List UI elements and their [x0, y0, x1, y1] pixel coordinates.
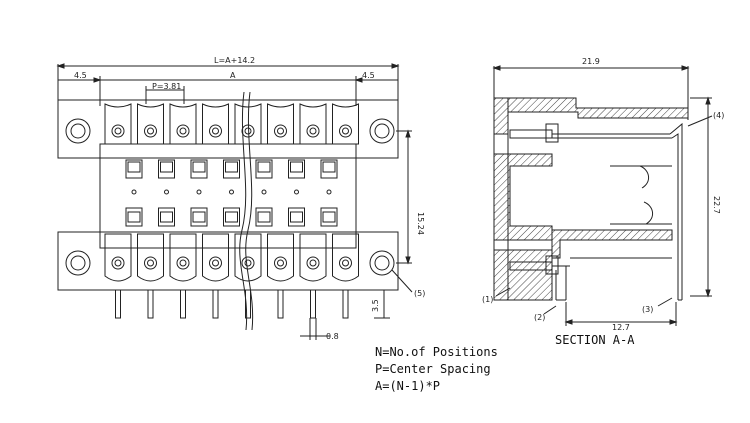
- callout-1: (1): [482, 295, 493, 304]
- dim-pin-width: 0.8: [326, 332, 339, 341]
- legend-line-2: P=Center Spacing: [375, 362, 491, 376]
- solder-pin: [342, 289, 349, 319]
- dim-section-height: 22.7: [712, 196, 721, 214]
- dim-right-margin: 4.5: [362, 71, 375, 80]
- top-screw-icon: [274, 124, 287, 138]
- wire-entry-upper: [125, 159, 143, 179]
- callout-3: (3): [642, 305, 653, 314]
- wire-entry-lower: [320, 207, 338, 227]
- mount-hole-top-left: [65, 118, 91, 144]
- top-screw-icon: [111, 124, 125, 138]
- dim-height: 15.24: [416, 212, 425, 235]
- top-terminal-body: [267, 103, 294, 145]
- top-terminal-body: [332, 103, 359, 145]
- legend-line-1: N=No.of Positions: [375, 345, 498, 359]
- release-hole-icon: [164, 189, 169, 195]
- legend-line-3: A=(N-1)*P: [375, 379, 441, 393]
- callout-5: (5): [414, 289, 425, 298]
- callout-4: (4): [713, 111, 724, 120]
- release-hole-icon: [196, 189, 202, 195]
- top-terminal-body: [137, 103, 164, 145]
- wire-entry-upper: [190, 159, 208, 179]
- release-hole-icon: [229, 189, 234, 195]
- bottom-screw-icon: [306, 256, 320, 270]
- terminal-array: [104, 103, 359, 319]
- solder-pin: [115, 289, 121, 319]
- solder-pin: [212, 289, 219, 319]
- release-hole-icon: [131, 189, 137, 195]
- wire-entry-lower: [288, 207, 305, 227]
- wire-entry-lower: [190, 207, 208, 227]
- top-terminal-body: [104, 103, 132, 145]
- wire-entry-upper: [288, 159, 305, 179]
- bottom-terminal-body: [202, 233, 229, 282]
- dim-pin-length: 3.5: [371, 299, 380, 312]
- wire-entry-upper: [223, 159, 240, 179]
- mount-hole-top-right: [369, 118, 395, 144]
- section-view: [492, 65, 713, 326]
- wire-entry-upper: [158, 159, 175, 179]
- bottom-terminal-body: [169, 233, 197, 282]
- top-screw-icon: [144, 124, 157, 138]
- wire-entry-lower: [223, 207, 240, 227]
- top-terminal-body: [299, 103, 327, 145]
- solder-pin: [277, 289, 284, 319]
- wire-entry-upper: [255, 159, 273, 179]
- mount-hole-bottom-left: [65, 250, 91, 276]
- dim-section-depth: 12.7: [612, 323, 630, 332]
- dim-a: A: [230, 71, 236, 80]
- release-hole-icon: [261, 189, 267, 195]
- solder-pin: [147, 289, 154, 319]
- top-screw-icon: [209, 124, 222, 138]
- solder-pin: [180, 289, 186, 319]
- solder-pin: [310, 289, 316, 319]
- bottom-terminal-body: [234, 233, 262, 282]
- bottom-terminal-body: [104, 233, 132, 282]
- bottom-screw-icon: [144, 256, 157, 270]
- mount-hole-bottom-right: [369, 250, 395, 276]
- bottom-screw-icon: [176, 256, 190, 270]
- bottom-screw-icon: [209, 256, 222, 270]
- solder-pin: [245, 289, 251, 319]
- dim-section-width: 21.9: [582, 57, 600, 66]
- release-hole-icon: [326, 189, 332, 195]
- top-screw-icon: [176, 124, 190, 138]
- top-terminal-body: [234, 103, 262, 145]
- top-screw-icon: [306, 124, 320, 138]
- wire-entry-lower: [255, 207, 273, 227]
- top-terminal-body: [169, 103, 197, 145]
- dim-left-margin: 4.5: [74, 71, 87, 80]
- bottom-terminal-body: [299, 233, 327, 282]
- top-screw-icon: [339, 124, 352, 138]
- bottom-screw-icon: [111, 256, 125, 270]
- bottom-screw-icon: [339, 256, 352, 270]
- bottom-terminal-body: [332, 233, 359, 282]
- top-terminal-body: [202, 103, 229, 145]
- bottom-screw-icon: [241, 256, 255, 270]
- wire-entry-lower: [125, 207, 143, 227]
- dim-length: L=A+14.2: [214, 56, 255, 65]
- wire-entry-lower: [158, 207, 175, 227]
- section-title: SECTION A-A: [555, 333, 635, 347]
- wire-entry-upper: [320, 159, 338, 179]
- bottom-screw-icon: [274, 256, 287, 270]
- callout-2: (2): [534, 313, 545, 322]
- bottom-terminal-body: [137, 233, 164, 282]
- top-screw-icon: [241, 124, 255, 138]
- bottom-terminal-body: [267, 233, 294, 282]
- release-hole-icon: [294, 189, 299, 195]
- dim-pitch: P=3.81: [152, 82, 181, 91]
